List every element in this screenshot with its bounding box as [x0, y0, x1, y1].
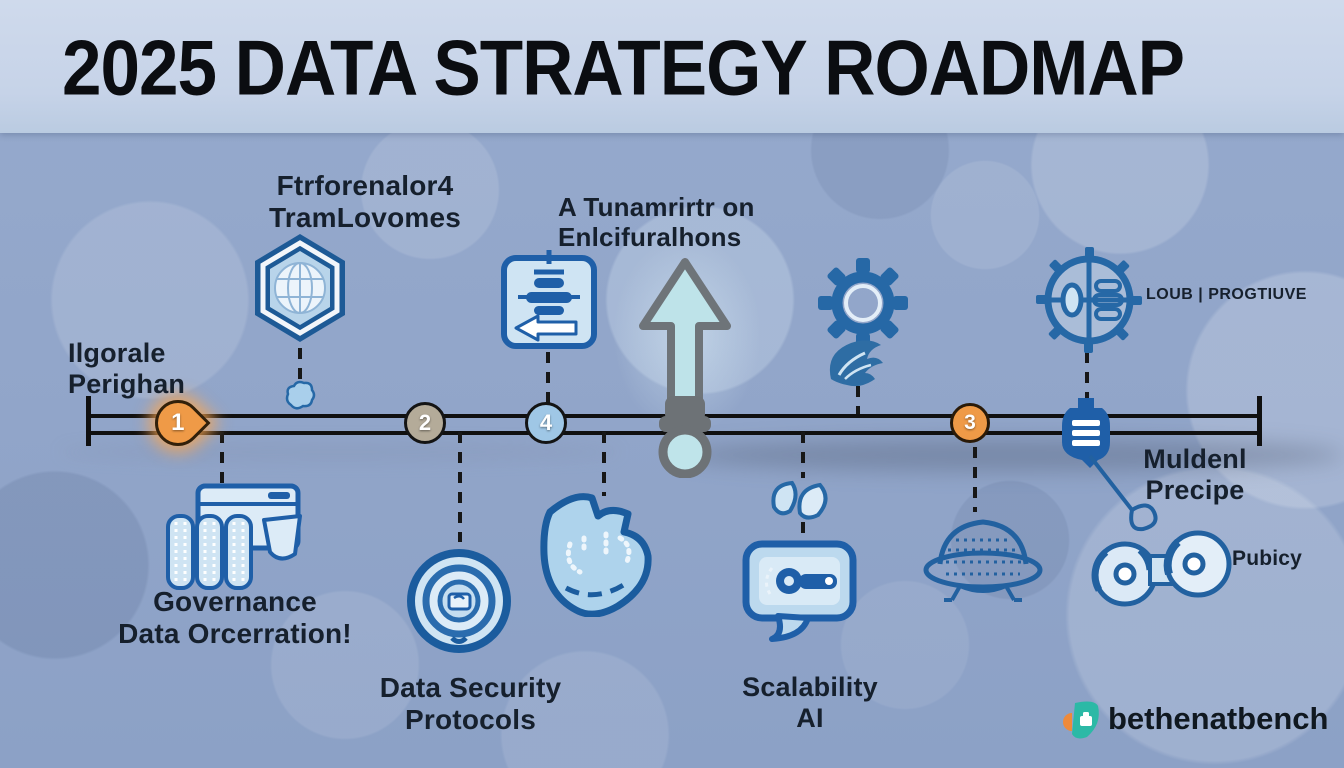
binoculars-icon — [1088, 454, 1232, 607]
label-integrations-line1: A Tunamrirtr on — [558, 192, 755, 222]
connector-flowchart — [546, 352, 550, 412]
label-governance-line2: Data Orcerration! — [118, 618, 352, 650]
target-rings-icon — [407, 549, 511, 653]
label-scalability-line2: AI — [796, 703, 824, 734]
timeline-shadow-left — [60, 442, 620, 462]
label-phase-start-line2: Perighan — [68, 369, 186, 400]
connector-leaf-top — [801, 432, 805, 478]
label-frameworks-line1: Ftrforenalor4 — [276, 170, 454, 201]
node-2-number: 2 — [418, 410, 432, 435]
connector-hexagon — [298, 328, 302, 380]
label-scalability-line1: Scalability — [742, 672, 878, 702]
flowchart-box-icon — [501, 250, 597, 349]
timeline-start-tick — [86, 396, 91, 446]
ufo-dome-icon — [923, 519, 1043, 602]
timeline-end-tick — [1257, 396, 1262, 446]
timeline-node-2: 2 — [404, 402, 446, 444]
brand-name: bethenatbench — [1108, 701, 1329, 736]
label-policy: Pubicy — [1232, 547, 1303, 570]
timeline-node-3: 3 — [950, 403, 990, 443]
cell-wheel-icon — [1036, 247, 1142, 353]
label-scalability: Scalability AI — [700, 672, 920, 735]
title-banner: 2025 DATA STRATEGY ROADMAP — [0, 0, 1344, 133]
label-integrations: A Tunamrirtr on Enlcifuralhons — [558, 192, 798, 252]
timeline-shadow — [680, 438, 1344, 472]
label-model-recipe: Muldenl Precipe — [1115, 444, 1275, 507]
node-1-number: 1 — [171, 408, 185, 436]
connector-governance — [220, 432, 224, 486]
connector-swoosh — [856, 386, 860, 414]
label-frameworks: Ftrforenalor4 TramLovomes — [230, 170, 500, 235]
label-phase-start: Ilgorale Perighan — [68, 338, 268, 401]
label-phase-start-line1: Ilgorale — [68, 338, 166, 368]
label-security-line2: Protocols — [405, 704, 536, 736]
node-3-number: 3 — [964, 411, 976, 434]
label-security-line1: Data Security — [379, 672, 562, 703]
brand-logo-icon — [1063, 701, 1099, 739]
connector-leaf-bottom — [801, 522, 805, 546]
label-integrations-line2: Enlcifuralhons — [558, 222, 742, 253]
gear-icon — [818, 258, 908, 348]
label-model-recipe-line1: Muldenl — [1143, 444, 1247, 474]
label-governance: Governance Data Orcerration! — [95, 586, 375, 651]
swoosh-icon — [829, 340, 883, 387]
timeline-node-4: 4 — [525, 402, 567, 444]
node-4-number: 4 — [539, 410, 553, 435]
label-security: Data Security Protocols — [338, 672, 603, 737]
connector-target — [458, 432, 462, 542]
hexagon-globe-icon — [255, 234, 345, 342]
label-model-recipe-line2: Precipe — [1145, 475, 1245, 506]
label-frameworks-line2: TramLovomes — [268, 202, 462, 234]
gray-flask-icon — [658, 396, 712, 478]
label-cloud-progressive: LOUB | PROGTIUVE — [1146, 286, 1307, 303]
label-governance-line1: Governance — [153, 586, 317, 617]
connector-ufo — [973, 447, 977, 512]
cloud-blob-icon — [285, 380, 316, 410]
blue-flask-icon — [1062, 398, 1110, 468]
leaf-pair-icon — [771, 480, 828, 520]
connector-shield — [602, 432, 606, 496]
server-window-icon — [166, 483, 302, 590]
chat-key-icon — [742, 540, 857, 642]
connector-cell-wheel — [1085, 352, 1089, 402]
shield-icon — [540, 493, 652, 617]
page-title: 2025 DATA STRATEGY ROADMAP — [62, 25, 1185, 113]
